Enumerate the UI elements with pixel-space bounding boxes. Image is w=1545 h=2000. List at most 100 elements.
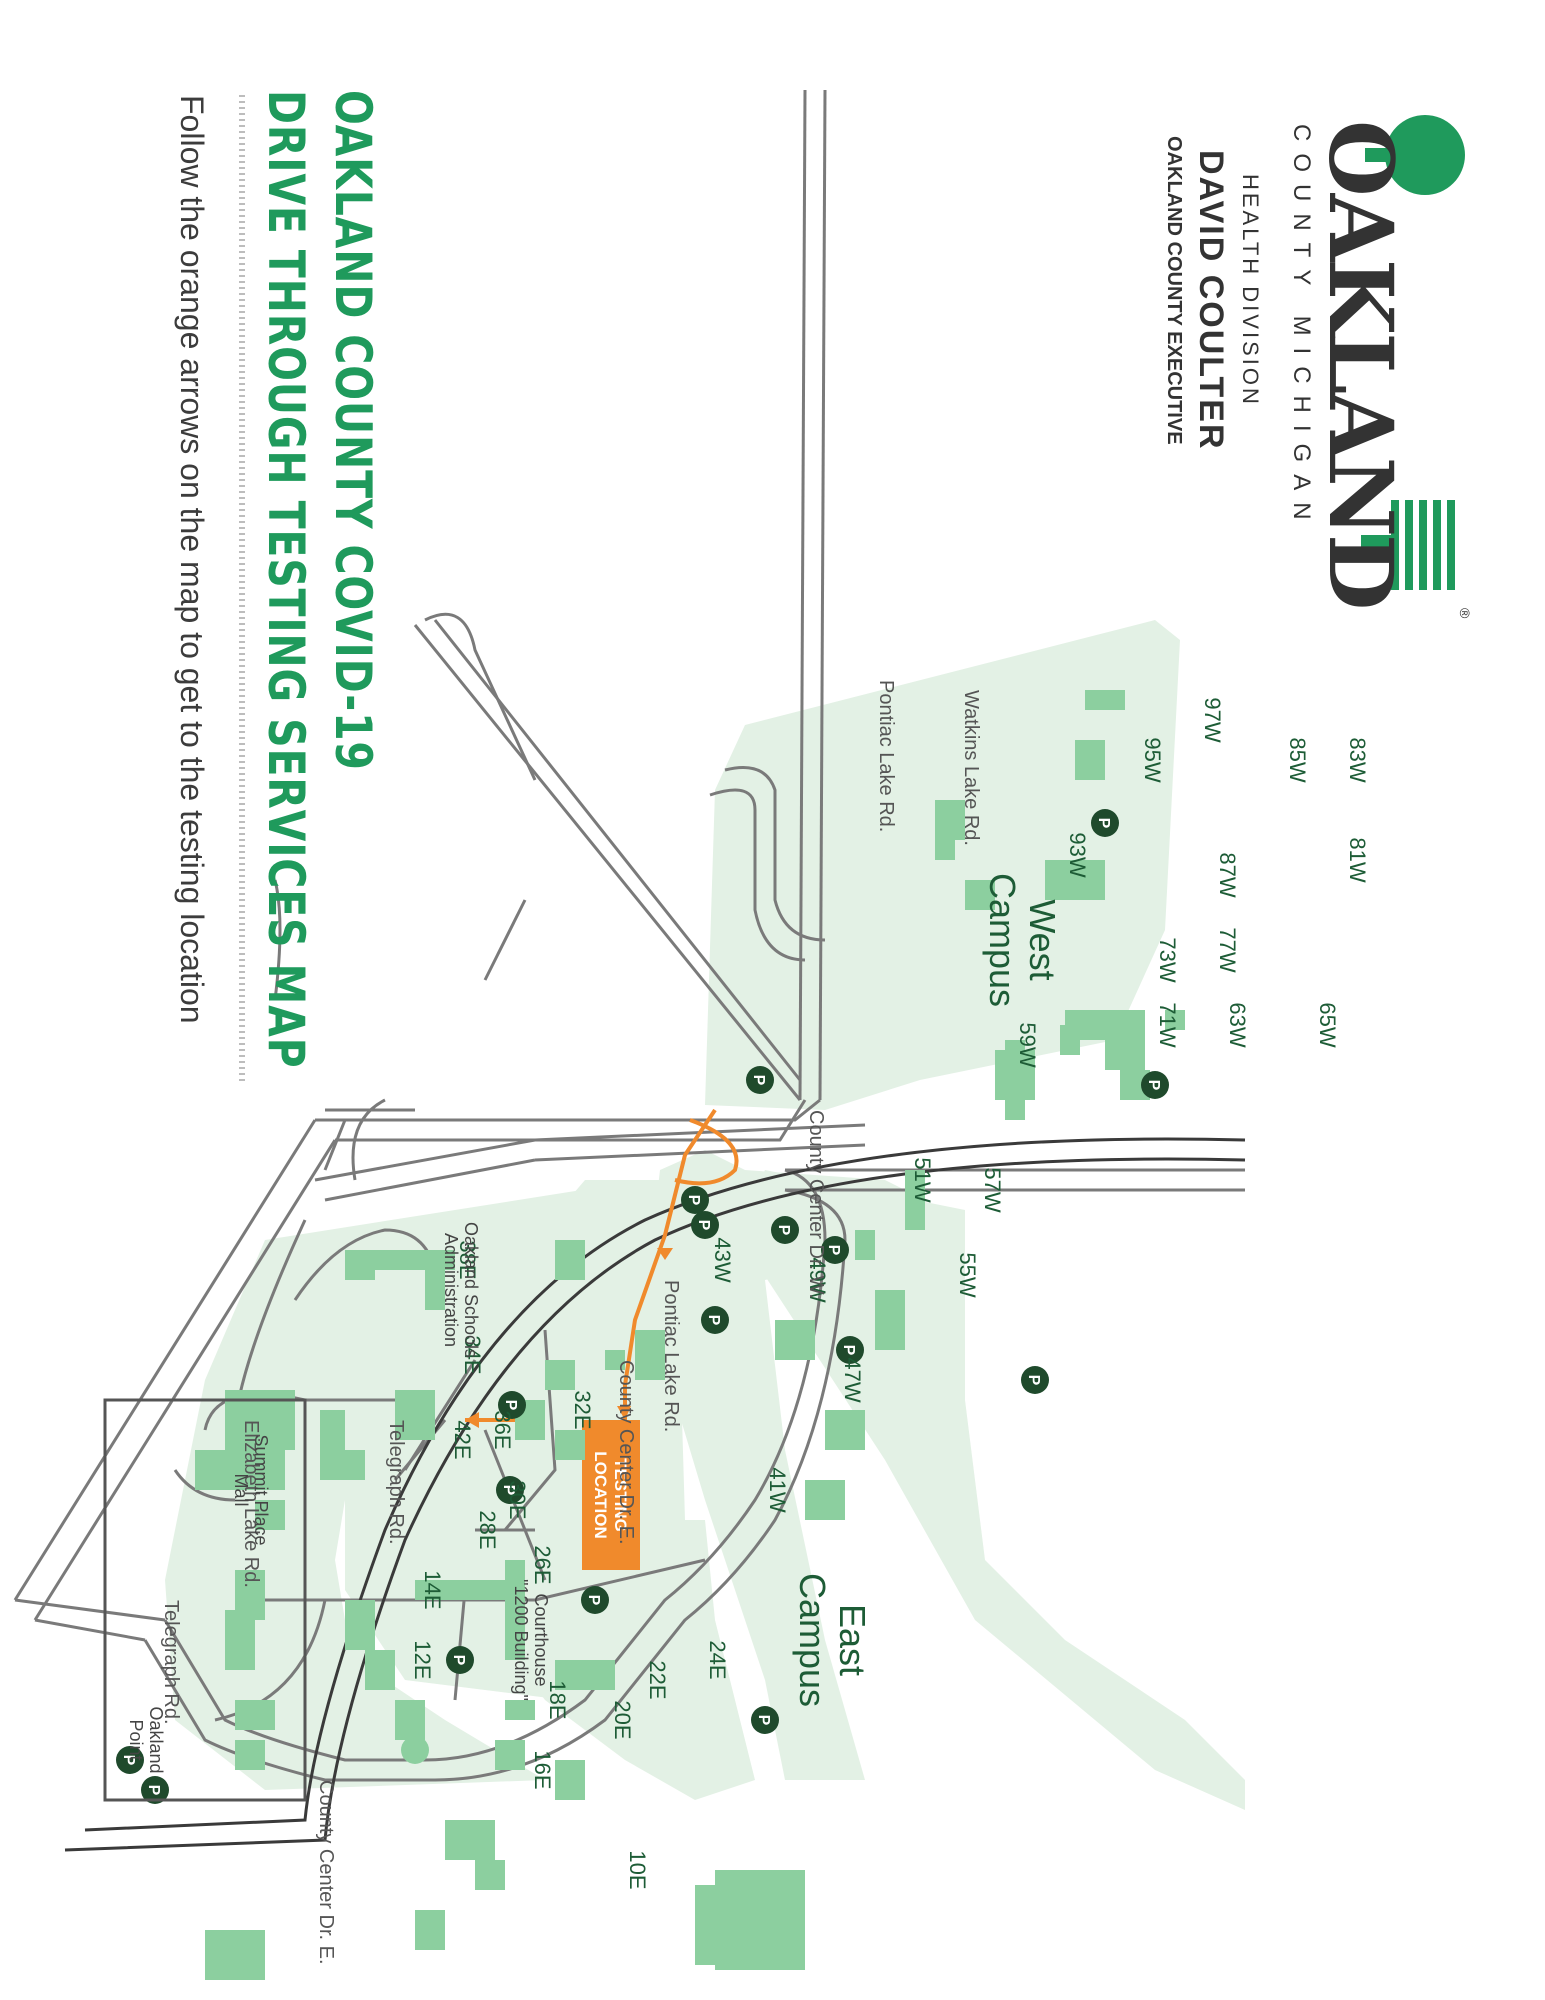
parking-label: P [775, 1225, 792, 1236]
parking-label: P [1145, 1080, 1162, 1091]
east-campus-label-line1: East [832, 1604, 873, 1676]
pontiac-lake-diag-label: Pontiac Lake Rd. [660, 1280, 682, 1432]
testing-location-line1: TESTING [611, 1458, 630, 1532]
logo-state-line: COUNTY MICHIGAN [1288, 124, 1315, 532]
county-center-w-label: County Center Dr. W. [805, 1110, 827, 1299]
parking-label: P [120, 1755, 137, 1766]
building-label: 49W [805, 1257, 830, 1302]
building-label: 85W [1285, 737, 1310, 782]
building-label: 93W [1065, 832, 1090, 877]
registered-mark: ® [1457, 608, 1473, 619]
parking-label: P [145, 1785, 162, 1796]
building-label: 83W [1345, 737, 1370, 782]
parking-label: P [1095, 818, 1112, 829]
parking-label: P [695, 1220, 712, 1231]
west-campus-label-line2: Campus [982, 873, 1023, 1007]
instructions-text: Follow the orange arrows on the map to g… [174, 95, 210, 1024]
parking-markers [116, 809, 1169, 1804]
building-label: 65W [1315, 1002, 1340, 1047]
building-label: 81W [1345, 837, 1370, 882]
parking-label: P [502, 1400, 519, 1411]
building-label: 32E [570, 1390, 595, 1429]
oakland-point-label-line2: Point [126, 1719, 146, 1760]
building-label: 71W [1155, 1002, 1180, 1047]
courthouse-label-line1: Courthouse [531, 1593, 551, 1686]
county-center-e-lower-label: County Center Dr. E. [315, 1780, 337, 1965]
building-label: 63W [1225, 1002, 1250, 1047]
executive-name: DAVID COULTER [1192, 150, 1230, 451]
parking-label: P [1025, 1375, 1042, 1386]
building-label: 26E [530, 1545, 555, 1584]
logo-wordmark: OAKLAND [1309, 120, 1413, 608]
building-label: 43W [710, 1237, 735, 1282]
building-label: 47W [840, 1357, 865, 1402]
building-label: 12E [410, 1640, 435, 1679]
building-label: 24E [705, 1640, 730, 1679]
parking-labels: P P P P P P P P P P P P P P P P P [120, 818, 1162, 1796]
east-west-campus-area [165, 1180, 645, 1790]
building-label: 18E [545, 1680, 570, 1719]
orange-arrows [465, 1248, 673, 1428]
building-label: 22E [645, 1660, 670, 1699]
campus-labels: West Campus East Campus [792, 873, 1063, 1707]
inset-frame [103, 1398, 307, 1802]
testing-location-box[interactable] [582, 1420, 640, 1570]
place-labels: Oakland Schools Administration Summit Pl… [126, 1222, 551, 1774]
building-label: 51W [910, 1157, 935, 1202]
building-label: 10E [625, 1850, 650, 1889]
page-subtitle: DRIVE THROUGH TESTING SERVICES MAP [257, 90, 315, 1069]
county-center-e-upper-label: County Center Dr. E. [615, 1360, 637, 1545]
parking-label: P [685, 1195, 702, 1206]
elizabeth-lake-label: Elizabeth Lake Rd. [240, 1420, 262, 1588]
building-label: 87W [1215, 852, 1240, 897]
telegraph-inset-label: Telegraph Rd. [160, 1600, 182, 1725]
west-campus-area [705, 620, 1180, 1110]
building-label: 95W [1140, 737, 1165, 782]
building-label: 14E [420, 1570, 445, 1609]
building-label: 36E [490, 1410, 515, 1449]
road-labels: Watkins Lake Rd. Pontiac Lake Rd. Pontia… [160, 680, 982, 1965]
parking-label: P [755, 1715, 772, 1726]
building-label: 28E [475, 1510, 500, 1549]
building-label: 42E [450, 1420, 475, 1459]
page-title: OAKLAND COUNTY COVID-19 [324, 90, 382, 771]
west-campus-label-line1: West [1022, 899, 1063, 980]
building-label: 97W [1200, 697, 1225, 742]
oakland-schools-label-line1: Oakland Schools [461, 1222, 481, 1358]
parking-label: P [585, 1595, 602, 1606]
building-label: 38E [455, 1240, 480, 1279]
summit-place-label-line1: Summit Place [251, 1434, 271, 1545]
building-label: 73W [1155, 937, 1180, 982]
building-labels: 97W 95W 93W 85W 83W 81W 87W 77W 73W 71W … [410, 697, 1370, 1889]
building-label: 55W [955, 1252, 980, 1297]
testing-location-marker[interactable]: TESTING LOCATION [582, 1420, 640, 1570]
oak-tree-logo-icon [1361, 115, 1465, 590]
building-label: 41W [765, 1467, 790, 1512]
summit-place-label-line2: Mall [231, 1473, 251, 1506]
watkins-lake-label: Watkins Lake Rd. [960, 690, 982, 846]
east-campus-label-line2: Campus [792, 1573, 833, 1707]
building-label: 34E [460, 1335, 485, 1374]
executive-title: OAKLAND COUNTY EXECUTIVE [1163, 136, 1185, 445]
building-label: 77W [1215, 927, 1240, 972]
oakland-county-logo: ® OAKLAND COUNTY MICHIGAN HEALTH DIVISIO… [1095, 80, 1475, 618]
parking-label: P [825, 1245, 842, 1256]
health-division-label: HEALTH DIVISION [1238, 174, 1263, 407]
parking-label: P [705, 1315, 722, 1326]
testing-location-line2: LOCATION [591, 1451, 610, 1539]
west-south-campus-area [735, 1170, 1245, 1810]
building-label: 20E [610, 1700, 635, 1739]
parking-label: P [500, 1485, 517, 1496]
building-label: 16E [530, 1750, 555, 1789]
parking-label: P [750, 1075, 767, 1086]
parking-label: P [450, 1655, 467, 1666]
building-label: 59W [1015, 1022, 1040, 1067]
building-label: 57W [980, 1167, 1005, 1212]
title-divider [239, 95, 245, 1085]
parking-label: P [840, 1345, 857, 1356]
telegraph-highway [64, 1137, 1246, 1852]
building-label: 30E [505, 1480, 530, 1519]
